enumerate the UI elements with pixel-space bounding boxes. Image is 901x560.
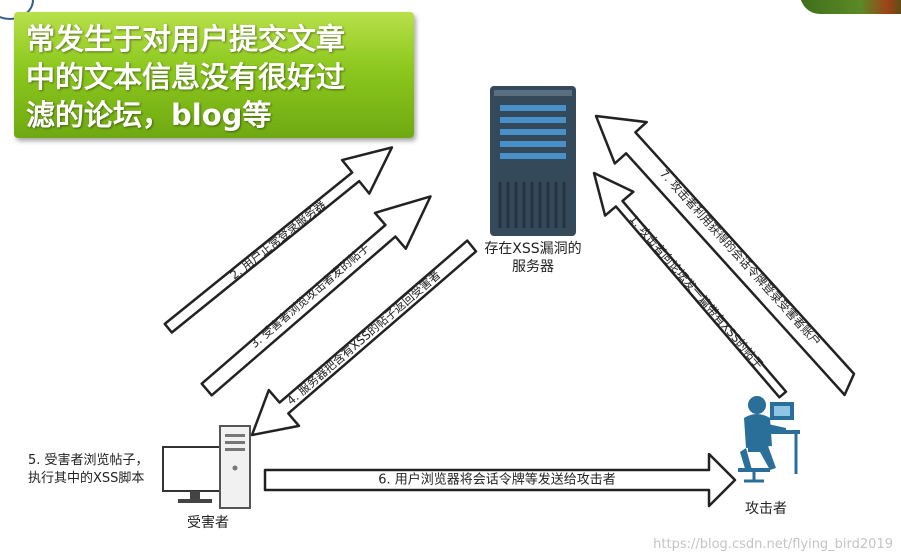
- attacker-icon: [738, 396, 800, 483]
- attacker-label: 攻击者: [745, 501, 787, 517]
- label-step-7: 7. 攻击者利用获得的会话令牌登录受害者账户: [657, 166, 824, 348]
- step-5-line-1: 5. 受害者浏览帖子，: [28, 453, 149, 468]
- watermark: https://blog.csdn.net/flying_bird2019: [653, 537, 893, 552]
- banner-line-2: 中的文本信息没有很好过: [26, 60, 346, 94]
- server-label-line-2: 服务器: [512, 259, 554, 275]
- arrow-step-3: [200, 195, 432, 397]
- server-label: 存在XSS漏洞的 服务器: [470, 240, 596, 276]
- step-5-line-2: 执行其中的XSS脚本: [28, 471, 145, 486]
- banner-line-3: 滤的论坛，blog等: [26, 98, 272, 132]
- arrow-step-1: [592, 171, 788, 399]
- banner-line-1: 常发生于对用户提交文章: [26, 22, 346, 56]
- arrow-step-2: [163, 146, 394, 334]
- arrow-step-7: [594, 114, 856, 397]
- arrow-step-6: [263, 452, 737, 508]
- server-icon: [490, 86, 576, 236]
- description-banner: 常发生于对用户提交文章 中的文本信息没有很好过 滤的论坛，blog等: [14, 12, 414, 138]
- label-step-2: 2. 用户正常登录服务器: [227, 197, 328, 283]
- label-step-6: 6. 用户浏览器将会话令牌等发送给攻击者: [378, 472, 616, 488]
- victim-label: 受害者: [187, 515, 229, 531]
- corner-decoration: [800, 0, 901, 14]
- victim-computer-icon: [162, 425, 251, 509]
- label-step-1: 1. 攻击者向论坛发一篇带有XSS的帖子: [627, 212, 767, 372]
- step-5-caption: 5. 受害者浏览帖子， 执行其中的XSS脚本: [28, 452, 149, 488]
- arrow-step-4: [250, 239, 478, 437]
- server-label-line-1: 存在XSS漏洞的: [484, 241, 582, 257]
